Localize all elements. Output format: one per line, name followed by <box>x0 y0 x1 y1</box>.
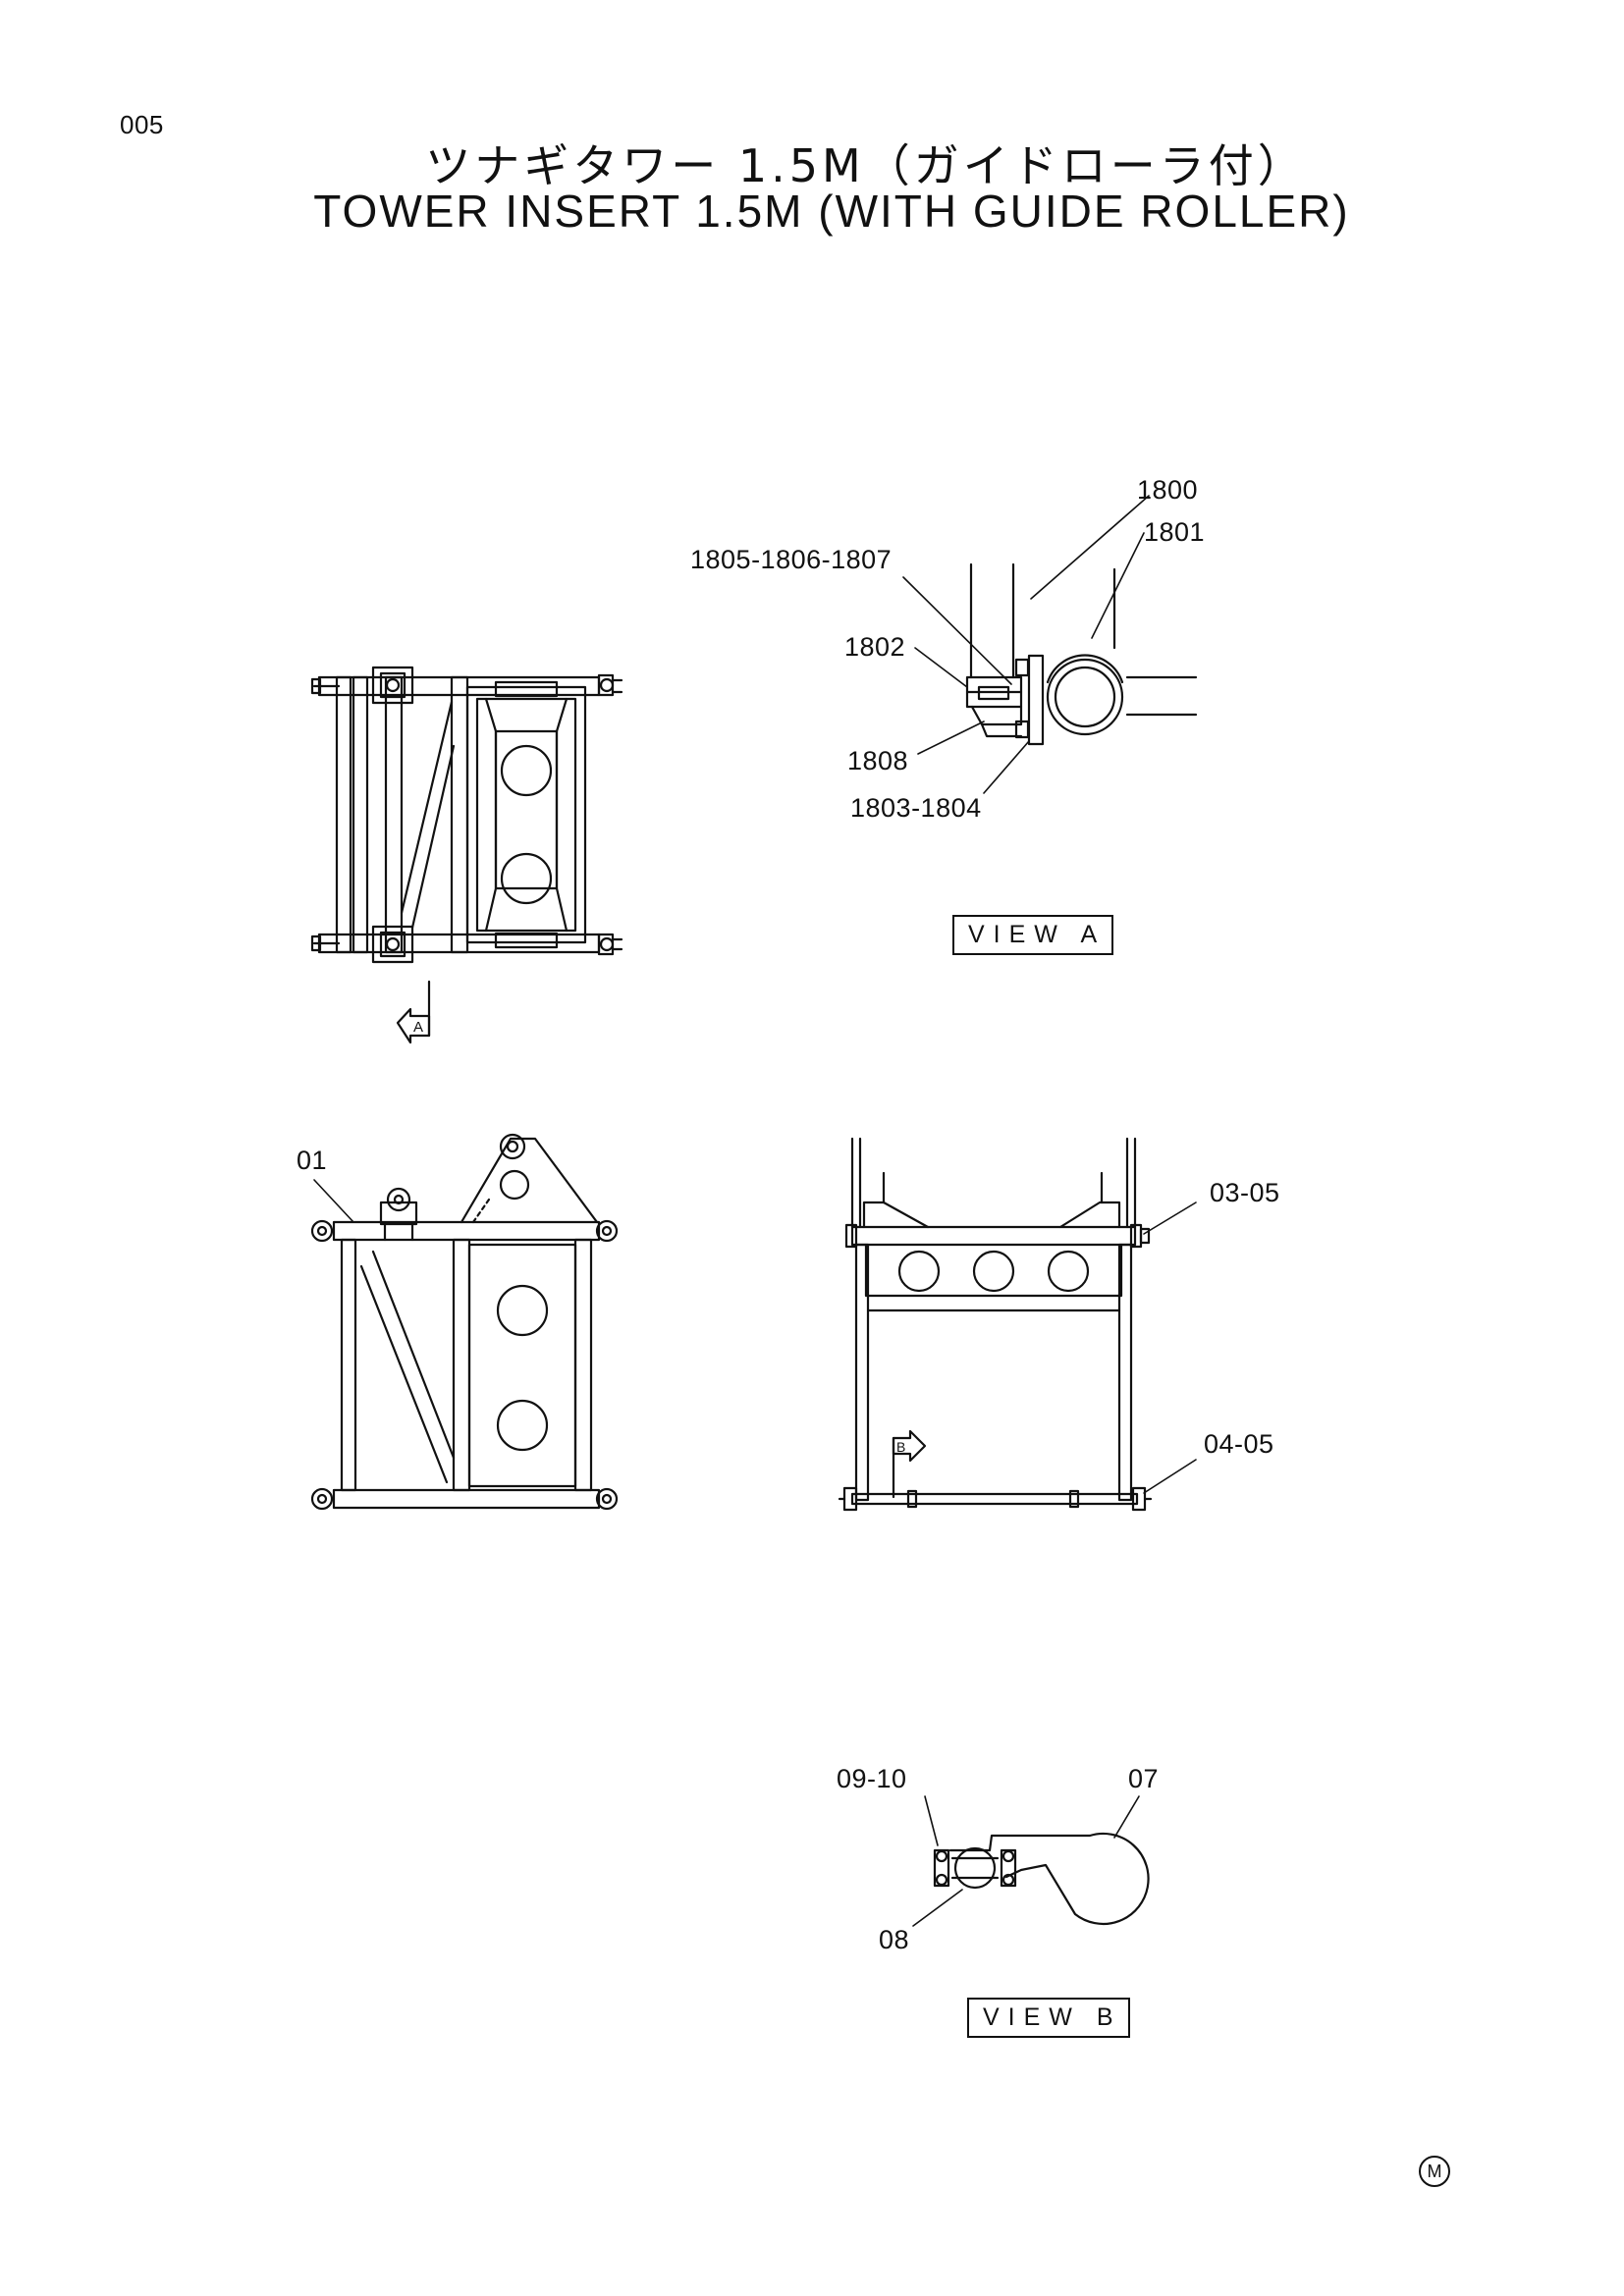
callout-1803-1804: 1803-1804 <box>850 793 982 823</box>
view-a-arrow-letter: A <box>413 1019 423 1036</box>
callout-04-05: 04-05 <box>1204 1429 1274 1459</box>
front-view-roller <box>381 1202 416 1224</box>
view-a-detail <box>967 564 1196 744</box>
view-a-pipe-outer <box>1048 660 1122 734</box>
callout-1801: 1801 <box>1144 517 1206 547</box>
callout-1805-1806-1807: 1805-1806-1807 <box>690 545 893 574</box>
front-view-brace <box>361 1266 447 1482</box>
side-view-left-tube <box>856 1245 868 1500</box>
top-view-mid-tube <box>386 677 402 952</box>
view-a-arrow <box>398 1009 429 1042</box>
callout-1808: 1808 <box>847 746 909 775</box>
callout-1802: 1802 <box>844 632 906 662</box>
side-view-panel <box>866 1245 1121 1296</box>
view-a-clamp-plate <box>1029 656 1043 744</box>
side-view-lower-pipe <box>852 1494 1137 1504</box>
bottom-roller-block <box>373 927 412 962</box>
front-view-hole-upper <box>498 1286 547 1335</box>
callout-01: 01 <box>297 1146 328 1175</box>
view-a-leaders <box>903 496 1149 793</box>
side-view-right-lug <box>1060 1202 1119 1227</box>
tower-insert-front-view <box>312 1135 617 1509</box>
top-view-frame-tube <box>452 677 467 952</box>
view-a-pipe-inner <box>1056 667 1114 726</box>
tower-insert-top-view <box>312 667 622 1042</box>
title-japanese: ツナギタワー 1.5M（ガイドローラ付） <box>425 139 1307 192</box>
title-english: TOWER INSERT 1.5M (WITH GUIDE ROLLER) <box>313 186 1350 237</box>
top-view-panel <box>467 687 585 942</box>
manufacturer-mark: M <box>1419 2156 1450 2187</box>
view-b-pipe <box>955 1848 995 1888</box>
view-b-leaders <box>913 1796 1139 1926</box>
front-view-lug <box>461 1139 597 1222</box>
top-view-hole-lower <box>502 854 551 903</box>
side-view-right-tube <box>1119 1245 1131 1500</box>
top-view-left-tube <box>337 677 351 952</box>
front-view-panel <box>469 1245 575 1486</box>
callout-03-05: 03-05 <box>1210 1178 1280 1207</box>
callout-08: 08 <box>879 1925 910 1954</box>
view-b-arrow <box>893 1431 925 1461</box>
callout-01-leader <box>314 1180 353 1222</box>
top-roller-block <box>373 667 412 703</box>
front-view-left-tube <box>342 1240 355 1490</box>
view-a-label-box: VIEW A <box>952 915 1114 955</box>
callout-09-10: 09-10 <box>837 1764 907 1793</box>
tower-insert-side-view <box>839 1139 1151 1510</box>
callout-07: 07 <box>1128 1764 1160 1793</box>
side-view-upper-pipe <box>852 1227 1135 1245</box>
callout-1800: 1800 <box>1137 475 1199 505</box>
side-view-left-lug <box>864 1202 928 1227</box>
top-view-brace <box>402 702 452 913</box>
side-view-leaders <box>1144 1202 1196 1493</box>
page-number: 005 <box>120 110 164 139</box>
front-view-lower-pipe <box>334 1490 599 1508</box>
view-b-arrow-letter: B <box>896 1439 905 1455</box>
front-view-hole-lower <box>498 1401 547 1450</box>
view-b-bracket <box>950 1834 1149 1924</box>
view-b-label-box: VIEW B <box>967 1998 1130 2038</box>
view-b-detail <box>935 1834 1149 1924</box>
top-view-hole-upper <box>502 746 551 795</box>
front-view-upper-pipe <box>334 1222 599 1240</box>
